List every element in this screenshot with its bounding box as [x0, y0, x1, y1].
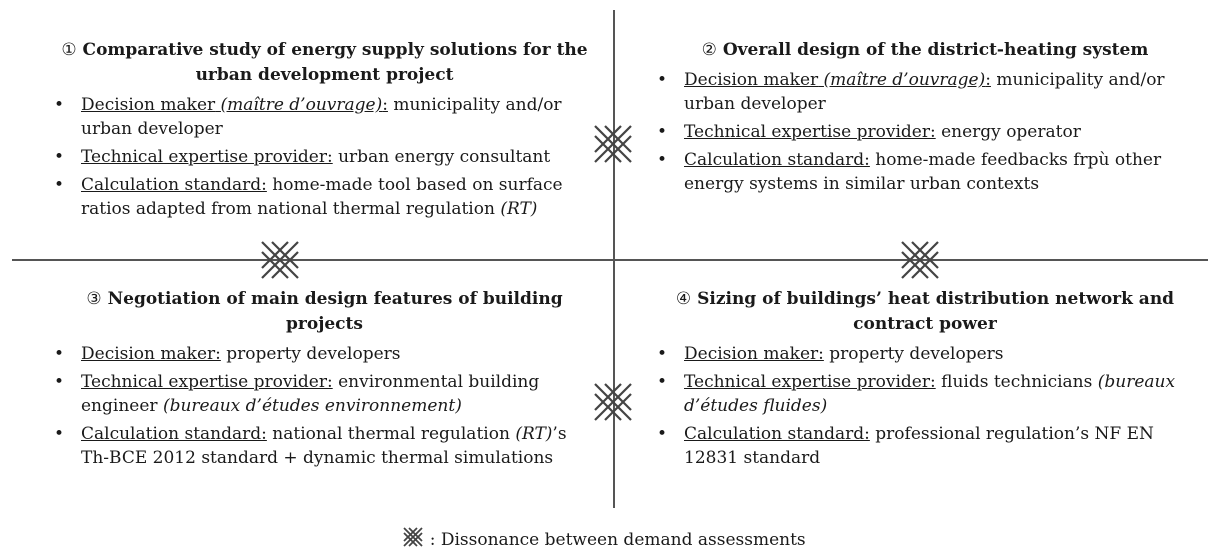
item-text: municipality and/or urban developer — [81, 95, 562, 139]
quadrant-title: ④ Sizing of buildings’ heat distribution… — [655, 287, 1195, 337]
legend-text: : Dissonance between demand assessments — [424, 530, 806, 550]
list-item: • Decision maker: property developers — [52, 342, 597, 366]
dissonance-marker-icon — [402, 526, 424, 548]
item-label: Calculation standard: — [81, 175, 267, 195]
dissonance-marker-icon — [591, 122, 635, 166]
item-text: energy operator — [935, 122, 1081, 142]
list-item: • Decision maker: property developers — [655, 342, 1195, 366]
item-text-italic: (RT) — [515, 424, 553, 444]
dissonance-marker-icon — [898, 238, 942, 282]
item-label: Technical expertise provider: — [81, 147, 333, 167]
title-text: Negotiation of main design features of b… — [107, 289, 563, 334]
item-label: Decision maker (maître d’ouvrage): — [684, 70, 991, 90]
item-text: fluids technicians — [935, 372, 1098, 392]
list-item: • Calculation standard: professional reg… — [655, 422, 1195, 470]
bullet: • — [657, 372, 668, 392]
item-list: • Decision maker: property developers • … — [655, 342, 1195, 470]
item-text: professional regulation’s NF EN 12831 st… — [684, 424, 1154, 468]
title-text: Sizing of buildings’ heat distribution n… — [697, 289, 1175, 334]
dissonance-marker-icon — [591, 380, 635, 424]
bullet: • — [54, 147, 65, 167]
list-item: • Technical expertise provider: urban en… — [52, 145, 597, 169]
item-list: • Decision maker (maître d’ouvrage): mun… — [52, 93, 597, 221]
step-number: ④ — [675, 289, 692, 309]
item-text: home-made tool based on surface ratios a… — [81, 175, 563, 219]
item-text: national thermal regulation — [266, 424, 516, 444]
item-label: Technical expertise provider: — [81, 372, 333, 392]
item-label: Decision maker (maître d’ouvrage): — [81, 95, 388, 115]
quadrant-3: ③ Negotiation of main design features of… — [52, 287, 597, 474]
bullet: • — [657, 344, 668, 364]
quadrant-2: ② Overall design of the district-heating… — [655, 38, 1195, 200]
dissonance-marker-icon — [258, 238, 302, 282]
item-label: Decision maker: — [81, 344, 221, 364]
quadrant-title: ③ Negotiation of main design features of… — [52, 287, 597, 337]
item-text: urban energy consultant — [332, 147, 551, 167]
item-text-after: ’s Th-BCE 2012 standard + dynamic therma… — [81, 424, 567, 468]
item-text-italic: (bureaux d’études environnement) — [162, 396, 462, 416]
item-list: • Decision maker: property developers • … — [52, 342, 597, 470]
step-number: ③ — [86, 289, 102, 309]
bullet: • — [657, 150, 668, 170]
step-number: ② — [701, 40, 717, 60]
bullet: • — [54, 372, 65, 392]
item-text: property developers — [220, 344, 401, 364]
quadrant-4: ④ Sizing of buildings’ heat distribution… — [655, 287, 1195, 474]
bullet: • — [657, 122, 668, 142]
list-item: • Technical expertise provider: environm… — [52, 370, 597, 418]
item-text-italic: (bureaux d’études fluides) — [684, 372, 1176, 416]
list-item: • Calculation standard: national thermal… — [52, 422, 597, 470]
item-label: Technical expertise provider: — [684, 372, 936, 392]
list-item: • Calculation standard: home-made tool b… — [52, 173, 597, 221]
list-item: • Technical expertise provider: energy o… — [655, 120, 1195, 144]
bullet: • — [657, 70, 668, 90]
item-text: environmental building engineer — [81, 372, 540, 416]
horizontal-axis — [12, 259, 1208, 261]
item-label: Decision maker: — [684, 344, 824, 364]
item-text: property developers — [823, 344, 1004, 364]
item-list: • Decision maker (maître d’ouvrage): mun… — [655, 68, 1195, 196]
list-item: • Decision maker (maître d’ouvrage): mun… — [655, 68, 1195, 116]
title-text: Comparative study of energy supply solut… — [82, 40, 588, 85]
item-label: Calculation standard: — [684, 150, 870, 170]
bullet: • — [657, 424, 668, 444]
list-item: • Decision maker (maître d’ouvrage): mun… — [52, 93, 597, 141]
bullet: • — [54, 175, 65, 195]
legend: : Dissonance between demand assessments — [0, 526, 1208, 551]
item-text: home-made feedbacks frpù other energy sy… — [684, 150, 1162, 194]
item-text-italic: (RT) — [500, 199, 538, 219]
quadrant-1: ① Comparative study of energy supply sol… — [52, 38, 597, 225]
item-label: Calculation standard: — [81, 424, 267, 444]
bullet: • — [54, 424, 65, 444]
bullet: • — [54, 344, 65, 364]
item-label: Technical expertise provider: — [684, 122, 936, 142]
step-number: ① — [61, 40, 77, 60]
title-text: Overall design of the district-heating s… — [722, 40, 1149, 60]
quadrant-title: ② Overall design of the district-heating… — [655, 38, 1195, 63]
list-item: • Calculation standard: home-made feedba… — [655, 148, 1195, 196]
list-item: • Technical expertise provider: fluids t… — [655, 370, 1195, 418]
item-text: municipality and/or urban developer — [684, 70, 1165, 114]
item-label: Calculation standard: — [684, 424, 870, 444]
bullet: • — [54, 95, 65, 115]
quadrant-title: ① Comparative study of energy supply sol… — [52, 38, 597, 88]
